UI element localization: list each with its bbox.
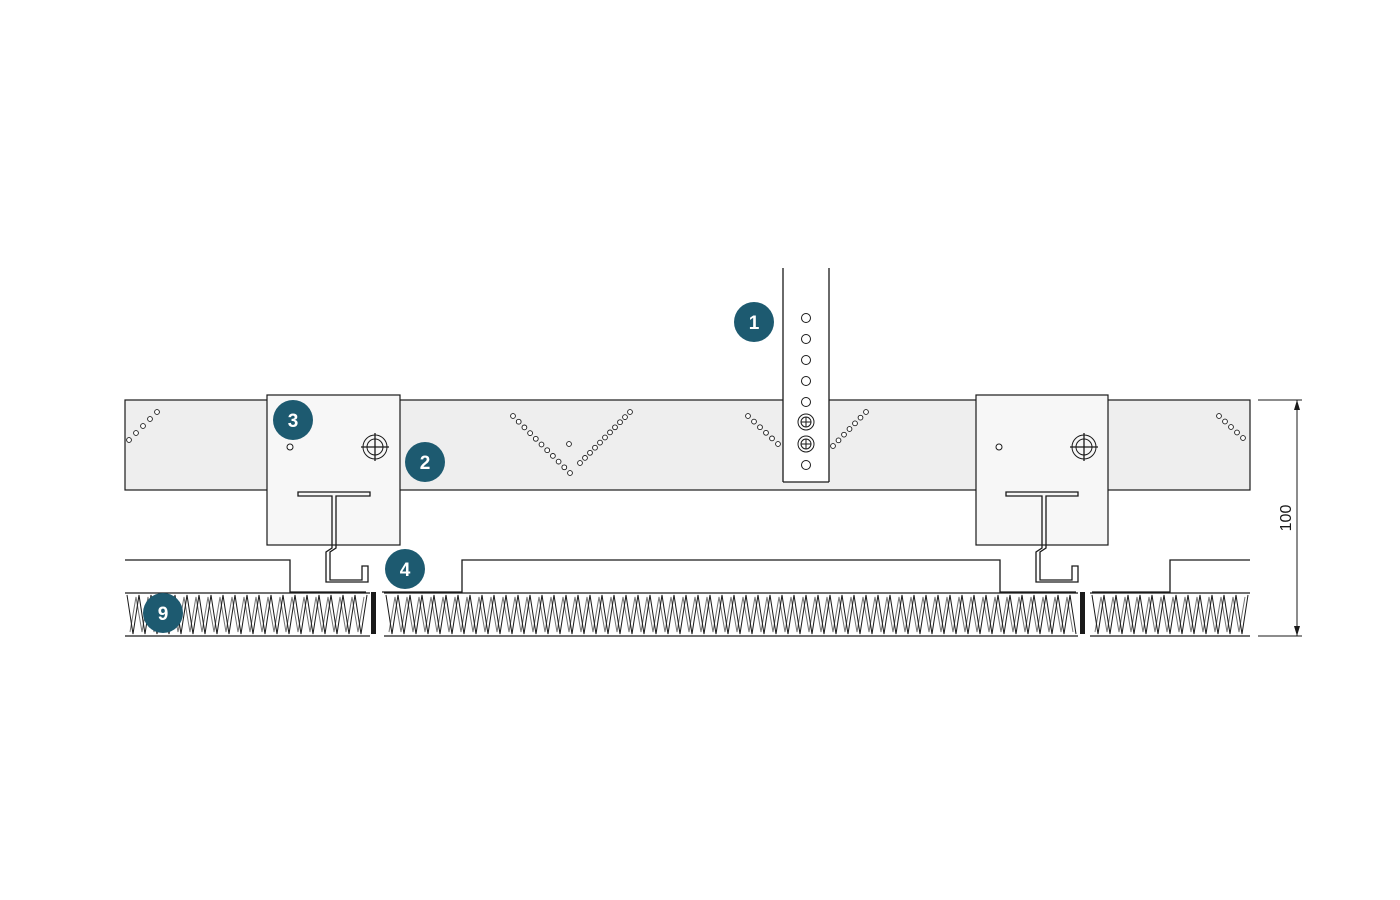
callout-2: 2 [405,442,445,482]
callout-4-label: 4 [400,560,411,581]
callout-3: 3 [273,400,313,440]
callout-3-label: 3 [288,411,299,432]
strap-screw-1 [797,413,815,431]
dimension-label: 100 [1278,505,1295,532]
lower-profile [125,559,1250,593]
panel-perforations [126,409,1246,476]
callout-2-label: 2 [420,453,431,474]
strap-holes [801,313,811,470]
strap-screw-2 [797,435,815,453]
joint-markers [371,592,1085,634]
left-screw-icon [361,433,389,461]
dimension-line: 100 [1258,399,1302,637]
callout-9: 9 [143,593,183,633]
hanger-strap [782,268,830,483]
right-screw-icon [1070,433,1098,461]
right-bracket-plate [975,394,1109,583]
callout-4: 4 [385,549,425,589]
callout-9-label: 9 [158,604,169,625]
callout-1-label: 1 [749,313,760,334]
insulation-layer [125,592,1250,637]
callout-1: 1 [734,302,774,342]
